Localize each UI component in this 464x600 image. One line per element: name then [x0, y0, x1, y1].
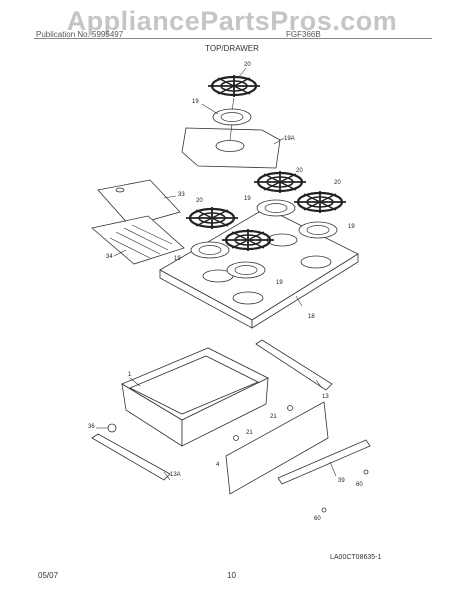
burner-bowl-4: [298, 221, 338, 239]
burner-grate-1: [184, 205, 240, 231]
callout-13a: 13A: [170, 472, 181, 478]
burner-bowl-2: [226, 261, 266, 279]
callout-18: 18: [308, 314, 315, 320]
burner-grate-top: [206, 73, 262, 99]
screw-60-right: [363, 469, 369, 475]
model-number: FGF366B: [286, 30, 321, 39]
griddle-handle: [115, 187, 125, 193]
drawer-panel-4: [225, 401, 329, 495]
cooktop-side-edge: [251, 253, 359, 329]
callout-19: 19: [192, 99, 199, 105]
burner-bowl-top: [212, 108, 252, 126]
callout-20-right: 20: [334, 180, 341, 186]
header-rule: [34, 38, 432, 39]
cooktop-hole-2: [232, 291, 264, 305]
callout-60-right: 60: [356, 482, 363, 488]
drawer-rail-13a: [91, 433, 171, 481]
callout-19-mid: 19: [244, 196, 251, 202]
callout-20: 20: [244, 62, 251, 68]
footer-page-number: 10: [227, 571, 236, 580]
callout-1: 1: [128, 372, 132, 378]
callout-34: 34: [106, 254, 113, 260]
callout-21-upper: 21: [270, 414, 277, 420]
tray-ribs: [109, 224, 173, 259]
callout-20-left: 20: [196, 198, 203, 204]
callout-19-left: 19: [174, 256, 181, 262]
burner-bowl-1: [190, 241, 230, 259]
section-title: TOP/DRAWER: [205, 44, 259, 53]
burner-grate-4: [292, 189, 348, 215]
callout-20-mid: 20: [296, 168, 303, 174]
drawer-interior: [129, 355, 259, 415]
screw-21-lower: [233, 435, 239, 441]
cooktop-hole-4: [300, 255, 332, 269]
trim-strip-39: [277, 439, 371, 485]
drawer-side: [181, 377, 269, 447]
griddle-tray-34: [91, 215, 185, 265]
callout-4: 4: [216, 462, 220, 468]
callout-19-lower: 19: [276, 280, 283, 286]
callout-39: 39: [338, 478, 345, 484]
figure-id: LA00CT08635-1: [330, 554, 382, 561]
screw-21-upper: [287, 405, 293, 411]
callout-19-right: 19: [348, 224, 355, 230]
leader-lines: [96, 67, 337, 481]
callout-36: 36: [88, 424, 95, 430]
roller-36: [107, 423, 117, 433]
callout-13: 13: [322, 394, 329, 400]
burner-hole: [215, 140, 245, 152]
callout-60-bottom: 60: [314, 516, 321, 522]
callout-21-lower: 21: [246, 430, 253, 436]
publication-number: Publication No. 5995497: [36, 30, 124, 39]
burner-bowl-3: [256, 199, 296, 217]
burner-grate-3: [252, 169, 308, 195]
callout-19a: 19A: [284, 136, 295, 142]
drawer-rail-13: [255, 339, 333, 391]
screw-60-bottom: [321, 507, 327, 513]
watermark: AppliancePartsPros.com: [66, 6, 398, 36]
footer-date: 05/07: [38, 571, 59, 580]
callout-33: 33: [178, 192, 185, 198]
